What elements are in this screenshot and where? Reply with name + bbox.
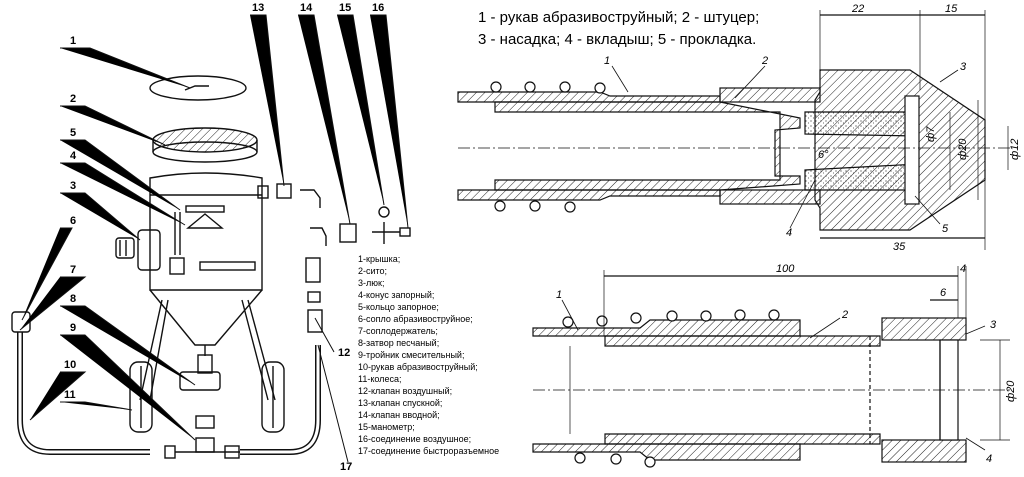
bottom-label-3: 3 <box>990 319 997 331</box>
top-section-labels: 1 2 3 4 5 22 15 35 6° ф7 ф20 ф12 <box>604 3 1021 253</box>
bottom-label-4: 4 <box>986 453 992 465</box>
caption: 1 - рукав абразивоструйный; 2 - штуцер; … <box>478 9 759 48</box>
top-label-5: 5 <box>942 223 949 235</box>
label-12: 12 <box>338 347 350 359</box>
bottom-label-1: 1 <box>556 289 562 301</box>
label-6: 6 <box>70 215 76 227</box>
dim-22: 22 <box>851 3 864 15</box>
dim-100: 100 <box>776 263 795 275</box>
dim-phi7: ф7 <box>925 126 937 142</box>
sandblaster-apparatus <box>11 75 411 459</box>
dim-35: 35 <box>893 241 906 253</box>
legend-item: 16-соединение воздушное; <box>358 434 471 444</box>
caption-line-1: 1 - рукав абразивоструйный; 2 - штуцер; <box>478 9 759 26</box>
legend-item: 3-люк; <box>358 278 384 288</box>
label-11: 11 <box>64 389 76 401</box>
label-4: 4 <box>70 150 77 162</box>
legend-item: 13-клапан спускной; <box>358 398 442 408</box>
legend-item: 9-тройник смесительный; <box>358 350 464 360</box>
label-2: 2 <box>70 93 76 105</box>
dim-phi20: ф20 <box>957 138 969 160</box>
nozzle-section-top <box>457 10 1010 250</box>
leader-lines <box>19 14 409 463</box>
label-14: 14 <box>300 2 313 14</box>
top-label-1: 1 <box>604 55 610 67</box>
caption-line-2: 3 - насадка; 4 - вкладыш; 5 - прокладка. <box>478 31 756 48</box>
dim-6: 6 <box>940 287 947 299</box>
legend-item: 10-рукав абразивоструйный; <box>358 362 478 372</box>
legend-item: 2-сито; <box>358 266 387 276</box>
legend-item: 1-крышка; <box>358 254 400 264</box>
bottom-label-2: 2 <box>841 309 848 321</box>
label-17: 17 <box>340 461 352 473</box>
dim-phi20-bottom: ф20 <box>1005 380 1017 402</box>
top-label-2: 2 <box>761 55 768 67</box>
label-7: 7 <box>70 264 76 276</box>
label-13: 13 <box>252 2 264 14</box>
label-15: 15 <box>339 2 351 14</box>
bottom-section-labels: 1 2 3 4 100 4 6 ф20 <box>556 263 1017 465</box>
legend-item: 17-соединение быстроразъемное <box>358 446 499 456</box>
label-8: 8 <box>70 293 76 305</box>
legend-item: 7-соплодержатель; <box>358 326 438 336</box>
legend-list: 1-крышка; 2-сито; 3-люк; 4-конус запорны… <box>358 254 499 456</box>
top-label-3: 3 <box>960 61 967 73</box>
legend-item: 5-кольцо запорное; <box>358 302 439 312</box>
label-5: 5 <box>70 127 76 139</box>
label-3: 3 <box>70 180 76 192</box>
dim-phi12: ф12 <box>1009 139 1021 160</box>
legend-item: 11-колеса; <box>358 374 401 384</box>
label-10: 10 <box>64 359 76 371</box>
dim-4: 4 <box>960 263 966 275</box>
legend-item: 4-конус запорный; <box>358 290 434 300</box>
nozzle-section-bottom <box>532 266 1010 468</box>
dim-15: 15 <box>945 3 958 15</box>
legend-item: 6-сопло абразивоструйное; <box>358 314 473 324</box>
label-1: 1 <box>70 35 76 47</box>
label-9: 9 <box>70 322 76 334</box>
legend-item: 14-клапан вводной; <box>358 410 440 420</box>
label-16: 16 <box>372 2 384 14</box>
legend-item: 12-клапан воздушный; <box>358 386 452 396</box>
dim-angle-6: 6° <box>818 149 829 161</box>
part-number-labels: 1 2 5 4 3 6 7 8 9 10 11 13 14 15 16 12 1… <box>64 2 384 473</box>
top-label-4: 4 <box>786 227 792 239</box>
legend-item: 15-манометр; <box>358 422 415 432</box>
legend-item: 8-затвор песчаный; <box>358 338 439 348</box>
